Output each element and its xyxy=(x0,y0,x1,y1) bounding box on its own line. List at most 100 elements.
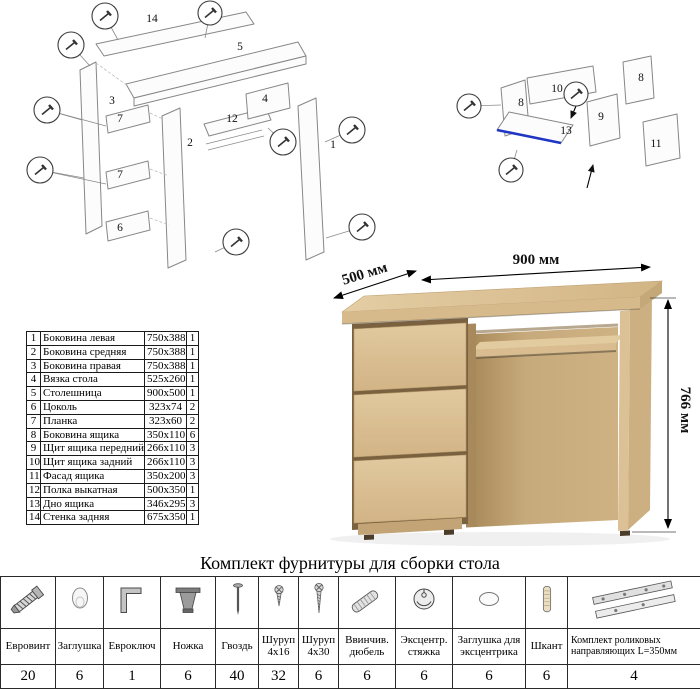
main-diagram-callouts xyxy=(26,0,376,256)
part-label-6: 6 xyxy=(117,222,123,234)
depth-dimension-arrow xyxy=(333,270,417,299)
part-name: Боковина правая xyxy=(40,358,145,374)
part-size: 323x60 xyxy=(144,413,187,429)
desktop-front-edge xyxy=(342,297,640,324)
hardware-name: Евроключ xyxy=(103,628,161,665)
part-qty: 6 xyxy=(186,427,199,443)
hardware-name: Заглушка для эксцентрика xyxy=(452,628,526,665)
hardware-name: Эксцентр. стяжка xyxy=(395,628,453,665)
part-number: 11 xyxy=(26,468,41,484)
middle-panel-edge xyxy=(466,323,476,528)
floor-shadow xyxy=(330,532,670,546)
part-name: Щит ящика передний xyxy=(40,441,145,457)
hardware-qty-row: 20 6 1 6 40 32 6 6 6 6 6 4 xyxy=(0,664,700,689)
hardware-icons-row xyxy=(0,576,700,629)
part-number: 4 xyxy=(26,372,41,388)
part-label-14: 14 xyxy=(146,13,158,25)
hw-icon-cell xyxy=(55,576,104,629)
hardware-name: Ввинчив. дюбель xyxy=(338,628,396,665)
part-label-12: 12 xyxy=(226,113,238,125)
depth-dimension-label: 500 мм xyxy=(340,260,389,289)
part-qty: 1 xyxy=(186,331,199,346)
part-name: Фасад ящика xyxy=(40,468,145,484)
hardware-qty: 4 xyxy=(567,664,700,689)
hw-icon-cell xyxy=(103,576,161,629)
part-name: Щит ящика задний xyxy=(40,455,145,470)
nail-icon xyxy=(232,583,243,615)
part-name: Боковина средняя xyxy=(40,344,145,360)
hardware-qty: 6 xyxy=(452,664,526,689)
drawer-diagram-callouts xyxy=(456,81,595,189)
part-name: Цоколь xyxy=(40,399,145,415)
desk-body xyxy=(341,280,663,540)
foot xyxy=(620,530,630,536)
drawer-front-2 xyxy=(353,388,467,458)
hardware-qty: 20 xyxy=(0,664,56,689)
hw-icon-cell xyxy=(0,576,56,629)
hw-icon-cell xyxy=(258,576,299,629)
part-size: 900x500 xyxy=(144,386,187,401)
part-number: 1 xyxy=(26,331,41,346)
cam-lock-icon xyxy=(413,588,435,610)
cam-cap-icon xyxy=(479,592,499,606)
hardware-table: Евровинт Заглушка Евроключ Ножка Гвоздь … xyxy=(0,576,700,689)
drawer-front-1 xyxy=(353,322,467,392)
part-name: Планка xyxy=(40,413,145,429)
hw-icon-cell xyxy=(298,576,339,629)
part-size: 750x388 xyxy=(144,331,187,346)
part-label-11: 11 xyxy=(650,138,661,150)
part-size: 525x260 xyxy=(144,372,187,388)
part-number: 3 xyxy=(26,358,41,374)
hw-icon-cell xyxy=(452,576,526,629)
part-number: 10 xyxy=(26,455,41,470)
keyboard-tray-top xyxy=(472,335,624,350)
hardware-qty: 6 xyxy=(298,664,339,689)
hardware-title: Комплект фурнитуры для сборки стола xyxy=(200,553,500,573)
foot xyxy=(364,534,374,540)
right-side-panel-face xyxy=(628,294,652,530)
part-label-4: 4 xyxy=(262,93,268,105)
part-number: 14 xyxy=(26,510,41,526)
part-number: 2 xyxy=(26,344,41,360)
dowel-icon xyxy=(542,585,551,613)
hardware-name: Гвоздь xyxy=(215,628,259,665)
hardware-qty: 6 xyxy=(395,664,453,689)
hardware-name: Комплект роликовых направляющих L=350мм xyxy=(567,628,700,665)
hardware-name: Заглушка xyxy=(55,628,104,665)
part-qty: 1 xyxy=(186,344,199,360)
width-dimension-arrow xyxy=(421,263,651,284)
plinth xyxy=(358,518,462,535)
part-label-2: 2 xyxy=(187,137,193,149)
part-label-13: 13 xyxy=(560,125,572,137)
hw-icon-cell xyxy=(567,576,700,629)
part-qty: 1 xyxy=(186,510,199,526)
part-size: 750x388 xyxy=(144,358,187,374)
part-name: Полка выкатная xyxy=(40,482,145,498)
drawer-slides-icon xyxy=(592,580,676,619)
part-label-7b: 7 xyxy=(117,169,123,181)
right-side-panel-edge xyxy=(618,310,630,531)
part-label-10: 10 xyxy=(551,83,563,95)
part-label-8a: 8 xyxy=(518,97,524,109)
hw-icon-cell xyxy=(160,576,216,629)
part-qty: 3 xyxy=(186,468,199,484)
part-size: 350x110 xyxy=(144,427,187,443)
part-name: Вязка стола xyxy=(40,372,145,388)
euro-screw-icon xyxy=(10,585,45,614)
hardware-qty: 6 xyxy=(338,664,396,689)
hw-icon-cell xyxy=(395,576,453,629)
hardware-name: Ножка xyxy=(160,628,216,665)
part-label-7a: 7 xyxy=(117,113,123,125)
part-qty: 3 xyxy=(186,455,199,470)
